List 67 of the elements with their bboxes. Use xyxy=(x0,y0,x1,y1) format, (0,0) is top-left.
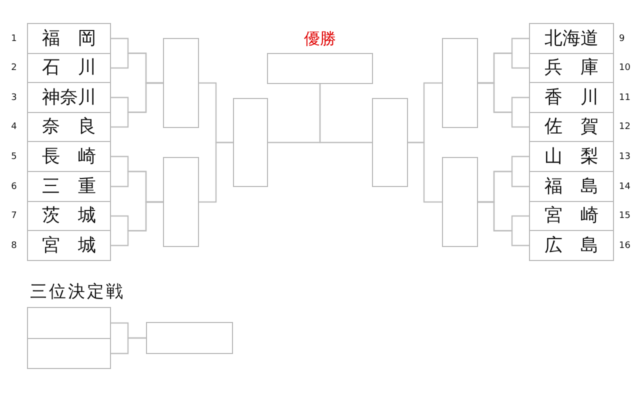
seed-number: 9 xyxy=(619,34,625,44)
team-slot xyxy=(27,112,111,142)
bracket-line xyxy=(408,142,442,203)
team-slot xyxy=(529,230,614,261)
result-box xyxy=(442,157,478,247)
result-box xyxy=(146,322,233,354)
bracket-line xyxy=(111,82,163,128)
team-slot xyxy=(529,112,614,142)
result-box xyxy=(163,38,199,128)
team-slot xyxy=(27,141,111,172)
seed-number: 3 xyxy=(10,92,18,102)
team-slot xyxy=(27,338,111,369)
seed-number: 12 xyxy=(619,122,630,132)
team-name: 香川 xyxy=(544,88,598,108)
team-slot xyxy=(27,23,111,54)
seed-number: 1 xyxy=(10,34,18,44)
team-name: 石川 xyxy=(42,58,96,78)
team-slot xyxy=(27,171,111,202)
team-slot xyxy=(529,53,614,83)
seed-number: 14 xyxy=(619,182,630,192)
team-name: 奈良 xyxy=(42,117,96,137)
seed-number: 16 xyxy=(619,240,630,250)
team-slot xyxy=(529,23,614,54)
bracket-line xyxy=(478,201,529,246)
team-slot xyxy=(529,171,614,202)
team-name: 福島 xyxy=(544,176,598,196)
result-box xyxy=(233,98,268,187)
result-box xyxy=(372,98,408,187)
bracket-line xyxy=(478,82,529,128)
team-name: 三重 xyxy=(42,176,96,196)
result-box xyxy=(163,157,199,247)
team-slot xyxy=(27,230,111,261)
section-heading: 三位決定戦 xyxy=(30,282,125,302)
team-name: 宮崎 xyxy=(544,206,598,226)
team-name: 山梨 xyxy=(544,146,598,166)
seed-number: 4 xyxy=(10,122,18,132)
seed-number: 10 xyxy=(619,63,630,73)
team-slot xyxy=(529,201,614,231)
seed-number: 8 xyxy=(10,240,18,250)
seed-number: 5 xyxy=(10,152,18,162)
bracket-line xyxy=(199,142,233,203)
team-slot xyxy=(27,201,111,231)
team-name: 兵庫 xyxy=(544,58,598,78)
bracket-line xyxy=(111,201,163,246)
team-name: 佐賀 xyxy=(544,117,598,137)
team-name: 北海道 xyxy=(544,28,598,48)
seed-number: 15 xyxy=(619,211,630,221)
team-slot xyxy=(27,307,111,339)
result-box xyxy=(442,38,478,128)
team-name: 福岡 xyxy=(42,28,96,48)
bracket-line xyxy=(319,84,372,144)
seed-number: 13 xyxy=(619,152,630,162)
team-name: 宮城 xyxy=(42,236,96,256)
team-name: 長崎 xyxy=(42,146,96,166)
seed-number: 6 xyxy=(10,182,18,192)
seed-number: 2 xyxy=(10,63,18,73)
seed-number: 7 xyxy=(10,211,18,221)
team-name: 神奈川 xyxy=(42,88,96,108)
team-name: 広島 xyxy=(544,236,598,256)
team-slot xyxy=(27,53,111,83)
team-slot xyxy=(529,141,614,172)
seed-number: 11 xyxy=(619,92,630,102)
winner-heading: 優勝 xyxy=(304,29,336,49)
team-slot xyxy=(27,82,111,113)
team-name: 茨城 xyxy=(42,206,96,226)
team-slot xyxy=(529,82,614,113)
bracket-line xyxy=(111,337,146,354)
